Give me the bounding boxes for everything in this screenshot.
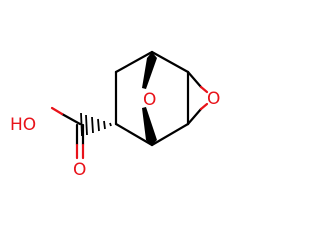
carbonyl-oxygen-label: O — [73, 160, 86, 180]
bridge-wedge-top — [142, 52, 157, 89]
epoxide-oxygen-label: O — [207, 89, 220, 109]
bond-c2-oepox-red — [199, 85, 209, 94]
structure-canvas: O O HO O — [10, 50, 220, 180]
hydroxyl-label: HO — [10, 115, 36, 135]
carboxyl-bonds — [50, 106, 85, 160]
bond-c-oh-black — [60, 112, 82, 126]
epoxide-bonds — [186, 70, 209, 126]
bond-c1-c2 — [150, 50, 190, 74]
bond-c-oh-red — [50, 106, 64, 116]
hash-5 — [85, 114, 88, 136]
bond-c3-oepox-red — [199, 102, 209, 111]
hash-3 — [97, 118, 100, 132]
bond-c4-c5 — [114, 122, 154, 147]
hash-1 — [109, 122, 112, 127]
bond-c6-c1 — [114, 50, 154, 74]
bridge-wedge-bottom — [142, 107, 157, 145]
hash-6 — [80, 112, 83, 137]
oxygen-bridge — [142, 52, 157, 145]
hash-4 — [91, 116, 94, 134]
ring-bonds — [114, 50, 190, 147]
bridge-oxygen-label: O — [143, 90, 156, 110]
bond-c3-c4 — [150, 122, 190, 147]
hash-2 — [103, 120, 106, 130]
hashed-bond-carboxyl — [80, 112, 112, 137]
molecule-drawing: O O HO O — [10, 50, 220, 180]
bond-c2-oepox-black — [186, 70, 203, 89]
bond-c3-oepox-black — [186, 107, 203, 126]
